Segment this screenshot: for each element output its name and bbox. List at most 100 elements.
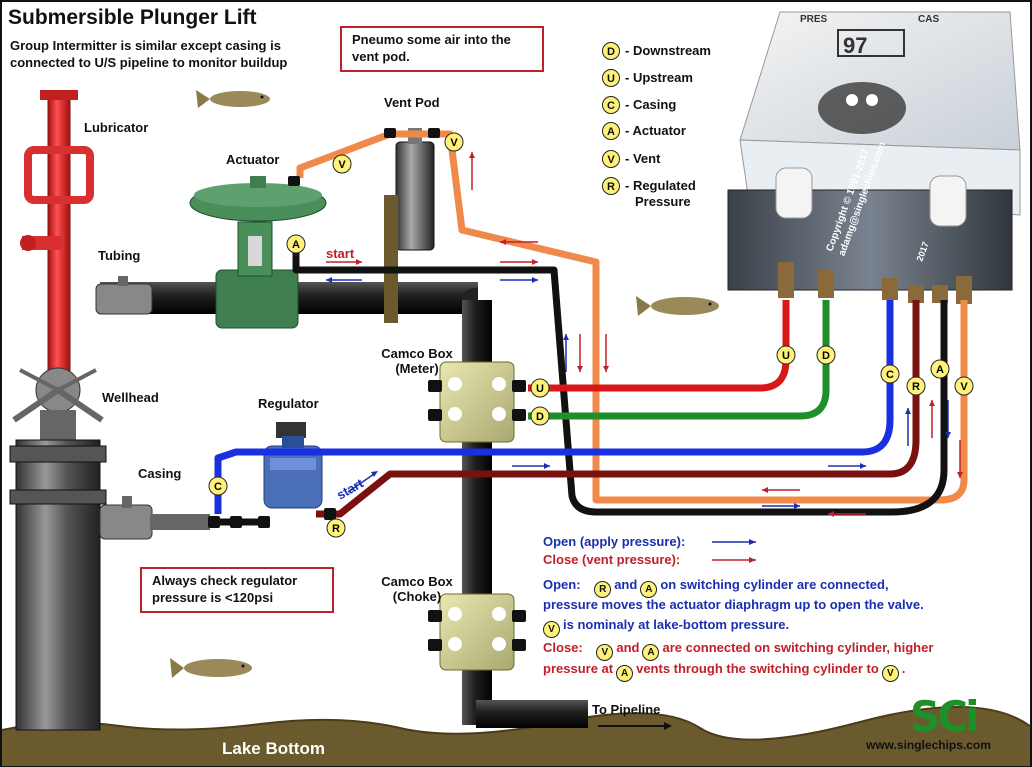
inline-badge-v: V (596, 644, 614, 661)
svg-text:D: D (822, 350, 830, 362)
actuator-valve (189, 176, 327, 329)
legend-badge: D (602, 42, 620, 60)
note-close-line-2-start: pressure at (543, 661, 614, 676)
controller-number: 97 (843, 33, 867, 58)
note-open-legend: Open (apply pressure): (543, 534, 686, 549)
arrow-blue-up-icon (905, 408, 911, 446)
label-camco-meter: Camco Box (Meter) (372, 346, 462, 376)
callout-regulator-line-1: Always check regulator (152, 573, 298, 588)
legend-text: - Upstream (625, 70, 693, 85)
arrow-red-up-icon (469, 152, 475, 190)
legend-item-actuator: A- Actuator (602, 122, 686, 144)
arrow-red-right-icon (326, 259, 362, 265)
note-close-line-2-end: vents through the switching cylinder to (636, 661, 879, 676)
pres-label: PRES (800, 14, 828, 25)
arrow-red-left-icon (500, 239, 538, 245)
arrow-legend-blue-icon (712, 539, 756, 545)
badge-u-controller: U (776, 345, 796, 365)
lake-bottom-ground (2, 706, 1030, 766)
note-close-word: Close: (543, 640, 583, 655)
arrow-pipeline-icon (598, 722, 672, 730)
note-close-line-1-end: are connected on switching cylinder, hig… (662, 640, 934, 655)
callout-pneumo-line-1: Pneumo some air into the (352, 32, 511, 47)
lubricator (20, 90, 94, 396)
note-open-word: Open: (543, 577, 581, 592)
label-to-pipeline: To Pipeline (592, 702, 661, 717)
note-and: and (614, 577, 638, 592)
legend-badge: R (602, 177, 620, 195)
label-camco-meter-line-2: (Meter) (395, 361, 439, 376)
arrow-blue-right-icon (512, 463, 550, 469)
badge-r-regulator: R (326, 518, 346, 538)
arrow-red-down-icon (577, 334, 583, 372)
label-casing: Casing (138, 466, 182, 481)
well-casing (9, 439, 107, 731)
badge-v-pod: V (444, 132, 464, 152)
inline-badge-a: A (640, 581, 658, 598)
connection-badges: A V V U D U D C R A V C R (208, 132, 974, 538)
label-wellhead: Wellhead (102, 390, 159, 405)
page-subtitle: Group Intermitter is similar except casi… (10, 37, 287, 71)
subtitle-line-2: connected to U/S pipeline to monitor bui… (10, 55, 288, 70)
badge-c-controller: C (880, 364, 900, 384)
legend-text-2: Pressure (635, 194, 691, 209)
label-regulator: Regulator (258, 396, 319, 411)
badge-a-controller: A (930, 359, 950, 379)
inline-badge-a: A (616, 665, 634, 682)
badge-v-controller: V (954, 376, 974, 396)
legend-text: - Casing (625, 97, 677, 112)
arrow-blue-right-icon (500, 277, 538, 283)
camco-box-choke (428, 593, 526, 671)
svg-text:U: U (782, 350, 790, 362)
legend-item-downstream: D - Downstream (602, 42, 711, 64)
casing-valve (99, 496, 210, 540)
svg-text:U: U (536, 383, 544, 395)
controller-box (727, 11, 1021, 291)
badge-d-meter: D (530, 406, 550, 426)
badge-c-casing: C (208, 476, 228, 496)
website-url: www.singlechips.com (866, 738, 991, 752)
arrow-red-down-icon (603, 334, 609, 372)
inline-badge-v: V (543, 621, 560, 638)
badge-r-controller: R (906, 376, 926, 396)
svg-text:A: A (936, 364, 944, 376)
legend-text: - Vent (625, 151, 661, 166)
note-open-line-1-end: on switching cylinder are connected, (660, 577, 889, 592)
legend-item-casing: C - Casing (602, 96, 676, 118)
arrow-blue-right-icon (762, 503, 800, 509)
legend-text: - Downstream (625, 43, 711, 58)
arrow-red-left-icon (828, 511, 866, 517)
note-and: and (616, 640, 640, 655)
controller-fittings (778, 262, 972, 304)
callout-pneumo-line-2: vent pod. (352, 49, 410, 64)
note-open-line-2: pressure moves the actuator diaphragm up… (543, 597, 924, 612)
legend-badge: C (602, 96, 620, 114)
arrow-red-down-icon (957, 440, 963, 478)
arrow-blue-right-icon (828, 463, 866, 469)
start-label-red: start (326, 246, 355, 261)
svg-text:V: V (338, 159, 346, 171)
svg-text:R: R (912, 381, 920, 393)
wellhead (12, 367, 104, 440)
legend-text: - Actuator (625, 123, 686, 138)
label-camco-choke: Camco Box (Choke) (372, 574, 462, 604)
svg-text:D: D (536, 411, 544, 423)
badge-a-actuator: A (286, 234, 306, 254)
legend-badge: U (602, 69, 620, 87)
callout-regulator-line-2: pressure is <120psi (152, 590, 274, 605)
page-title: Submersible Plunger Lift (8, 6, 257, 29)
cas-label: CAS (918, 14, 939, 25)
label-camco-choke-line-1: Camco Box (381, 574, 453, 589)
callout-regulator-check: Always check regulator pressure is <120p… (140, 567, 334, 613)
inline-badge-a: A (642, 644, 660, 661)
legend-item-upstream: U - Upstream (602, 69, 693, 91)
note-open-line-3-text: is nominaly at lake-bottom pressure. (563, 617, 790, 632)
arrow-red-up-icon (929, 400, 935, 438)
vent-pod (384, 128, 435, 323)
legend-badge: V (602, 150, 620, 168)
